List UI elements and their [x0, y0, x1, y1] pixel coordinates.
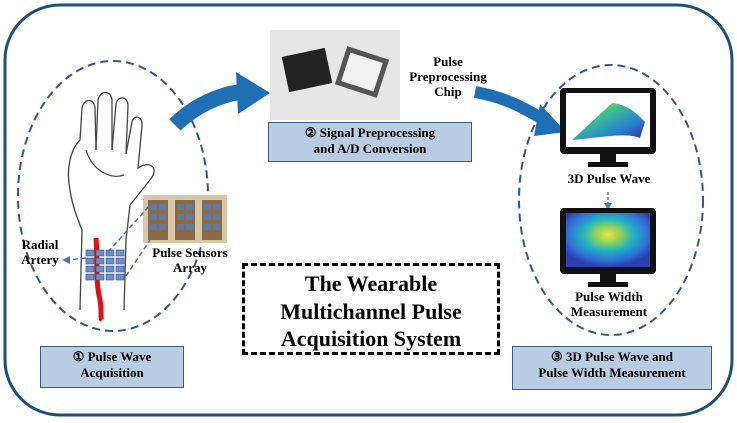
step1-label-box: ① Pulse Wave Acquisition	[40, 346, 184, 388]
outer-frame	[3, 3, 734, 417]
wrist-sensor-grid	[85, 249, 125, 281]
step1-line2: Acquisition	[80, 364, 144, 380]
radial-artery-label: Radial Artery	[21, 237, 59, 267]
chip-label: Pulse Preprocessing Chip	[409, 54, 487, 99]
title-line3: Acquisition System	[280, 326, 462, 351]
system-title-box: The Wearable Multichannel Pulse Acquisit…	[242, 263, 500, 355]
arrow-left-to-middle	[169, 84, 242, 131]
step3-line2: Pulse Width Measurement	[538, 364, 686, 380]
sensors-array-label: Pulse Sensors Array	[152, 245, 228, 275]
chip-photo	[270, 30, 400, 120]
3d-wave-label: 3D Pulse Wave	[567, 171, 651, 186]
pulse-width-label: Pulse Width Measurement	[570, 289, 648, 319]
step2-line1: ② Signal Preprocessing	[304, 125, 436, 140]
radial-arrowhead	[62, 256, 70, 264]
title-line1: The Wearable	[304, 271, 438, 296]
arrow-left-to-middle-head	[236, 72, 270, 114]
arrow-middle-to-right-head	[534, 104, 566, 136]
radial-artery-line	[93, 237, 105, 322]
step2-line2: and A/D Conversion	[313, 140, 427, 156]
right-ellipse	[518, 64, 704, 336]
monitor-3d-wave	[560, 88, 656, 167]
hand-sketch	[67, 91, 155, 311]
step3-label-box: ③ 3D Pulse Wave and Pulse Width Measurem…	[512, 346, 712, 390]
sensors-array-photo	[143, 195, 227, 243]
title-line2: Multichannel Pulse	[280, 298, 462, 324]
step2-label-box: ② Signal Preprocessing and A/D Conversio…	[268, 122, 472, 162]
left-dashed-arrows	[67, 204, 151, 277]
monitor-pulse-width	[560, 208, 656, 287]
step3-line1: ③ 3D Pulse Wave and	[551, 349, 673, 364]
step1-line1: ① Pulse Wave	[72, 349, 152, 364]
down-connector-head	[604, 203, 612, 210]
